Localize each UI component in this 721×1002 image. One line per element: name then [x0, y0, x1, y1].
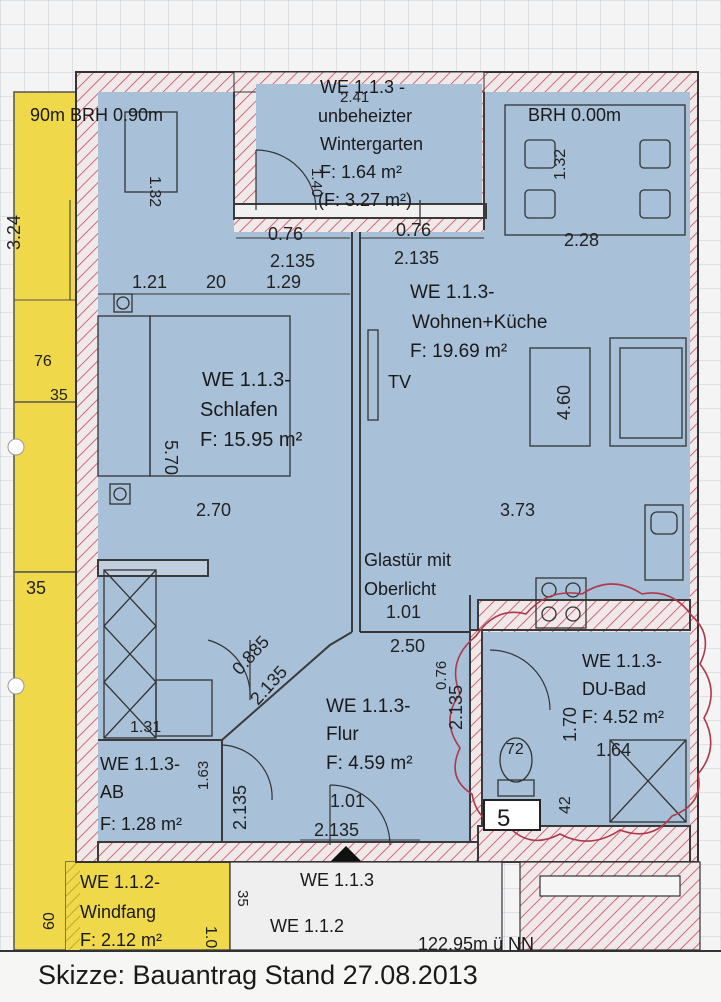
dim-35-c: 35	[234, 890, 251, 907]
dim-2-135-f: 2.135	[230, 785, 250, 830]
dim-1-32-right: 1.32	[552, 149, 569, 180]
dim-35-b: 35	[26, 578, 46, 598]
dim-76: 76	[34, 353, 52, 370]
brh-left-label: 90m BRH 0.90m	[30, 105, 163, 125]
dim-1-01-b: 1.01	[330, 791, 365, 811]
bottom-structure	[229, 861, 701, 950]
dim-1-31: 1.31	[130, 719, 161, 736]
wintergarten-desc-2: Wintergarten	[320, 134, 423, 154]
room-label-windfang: WE 1.1.2- Windfang F: 2.12 m²	[80, 872, 162, 950]
caption-bar: Skizze: Bauantrag Stand 27.08.2013	[0, 950, 721, 1002]
dim-2-70: 2.70	[196, 500, 231, 520]
room-label-flur: WE 1.1.3- Flur F: 4.59 m²	[326, 696, 413, 774]
dim-20: 20	[206, 272, 226, 292]
dim-35-a: 35	[50, 387, 68, 404]
door-swings	[207, 149, 551, 846]
dim-1-32-left: 1.32	[146, 176, 163, 207]
dim-1-21: 1.21	[132, 272, 167, 292]
schlafen-desc: Schlafen	[200, 399, 278, 421]
dim-0-76-c: 0.76	[433, 661, 450, 690]
ab-name: WE 1.1.3-	[100, 754, 180, 774]
interior-walls	[97, 92, 691, 863]
dimension-lines	[69, 200, 484, 841]
dim-2-28: 2.28	[564, 230, 599, 250]
schlafen-area: F: 15.95 m²	[200, 429, 303, 451]
dim-5-70: 5.70	[161, 440, 181, 475]
flur-name: WE 1.1.3-	[326, 696, 410, 717]
wohnen-desc: Wohnen+Küche	[412, 312, 547, 333]
dim-2-135-d: 2.135	[446, 685, 466, 730]
dim-2-41: 2.41	[340, 89, 369, 106]
bad-desc: DU-Bad	[582, 679, 646, 699]
bad-name: WE 1.1.3-	[582, 651, 662, 671]
dim-1-29: 1.29	[266, 272, 301, 292]
room-label-wintergarten: WE 1.1.3 - unbeheizter Wintergarten F: 1…	[318, 77, 423, 210]
dim-1-01-a: 1.01	[386, 602, 421, 622]
dim-1-40: 1.40	[308, 168, 325, 197]
dim-1-63: 1.63	[195, 761, 212, 790]
wohnen-area: F: 19.69 m²	[410, 341, 507, 362]
dim-42: 42	[557, 796, 574, 814]
plan-caption: Skizze: Bauantrag Stand 27.08.2013	[38, 960, 478, 990]
dim-2-135-e: 2.135	[314, 820, 359, 840]
entrance-113-label: WE 1.1.3	[300, 870, 374, 890]
furniture	[97, 104, 687, 823]
wintergarten-area-alt: (F: 3.27 m²)	[318, 190, 412, 210]
schlafen-name: WE 1.1.3-	[202, 369, 291, 391]
flur-desc: Flur	[326, 724, 359, 745]
dim-0-76-b: 0.76	[396, 220, 431, 240]
room-number-box	[483, 799, 541, 831]
room-label-schlafen: WE 1.1.3- Schlafen F: 15.95 m²	[200, 369, 303, 451]
elevation-label: 122.95m ü NN	[418, 934, 534, 950]
room-label-bad: WE 1.1.3- DU-Bad F: 4.52 m²	[582, 651, 664, 727]
dim-1-70: 1.70	[560, 707, 580, 742]
dim-3-73: 3.73	[500, 500, 535, 520]
dim-3-24: 3.24	[4, 215, 24, 250]
dim-2-135-b: 2.135	[394, 248, 439, 268]
brh-right-label: BRH 0.00m	[528, 105, 621, 125]
dim-1-64: 1.64	[596, 740, 631, 760]
bad-area: F: 4.52 m²	[582, 707, 664, 727]
windfang-area: F: 2.12 m²	[80, 930, 162, 950]
dim-4-60: 4.60	[554, 385, 574, 420]
entrance-112-label: WE 1.1.2	[270, 916, 344, 936]
dim-0-76-a: 0.76	[268, 224, 303, 244]
room-number: 5	[497, 805, 510, 832]
dim-72: 72	[506, 741, 524, 758]
ab-area: F: 1.28 m²	[100, 814, 182, 834]
windfang-name: WE 1.1.2-	[80, 872, 160, 892]
room-label-ab: WE 1.1.3- AB F: 1.28 m²	[100, 754, 182, 834]
entrance-arrow-113	[330, 846, 362, 862]
wintergarten-name: WE 1.1.3 -	[320, 77, 405, 97]
dim-2-50: 2.50	[390, 636, 425, 656]
revision-cloud	[449, 583, 712, 842]
ab-desc: AB	[100, 782, 124, 802]
glass-door-label-2: Oberlicht	[364, 579, 436, 599]
dim-2-135-a: 2.135	[270, 251, 315, 271]
room-label-wohnen: WE 1.1.3- Wohnen+Küche F: 19.69 m²	[410, 282, 547, 362]
glass-door-label-1: Glastür mit	[364, 550, 451, 570]
tv-label: TV	[388, 372, 411, 392]
wohnen-name: WE 1.1.3-	[410, 282, 494, 303]
dim-1-01-c: 1.01	[202, 926, 219, 950]
dim-60: 60	[41, 912, 58, 930]
wintergarten-desc-1: unbeheizter	[318, 106, 412, 126]
flur-area: F: 4.59 m²	[326, 753, 413, 774]
floor-plan: WE 1.1.3 - unbeheizter Wintergarten F: 1…	[0, 0, 721, 950]
wintergarten-area: F: 1.64 m²	[320, 162, 402, 182]
windfang-desc: Windfang	[80, 902, 156, 922]
